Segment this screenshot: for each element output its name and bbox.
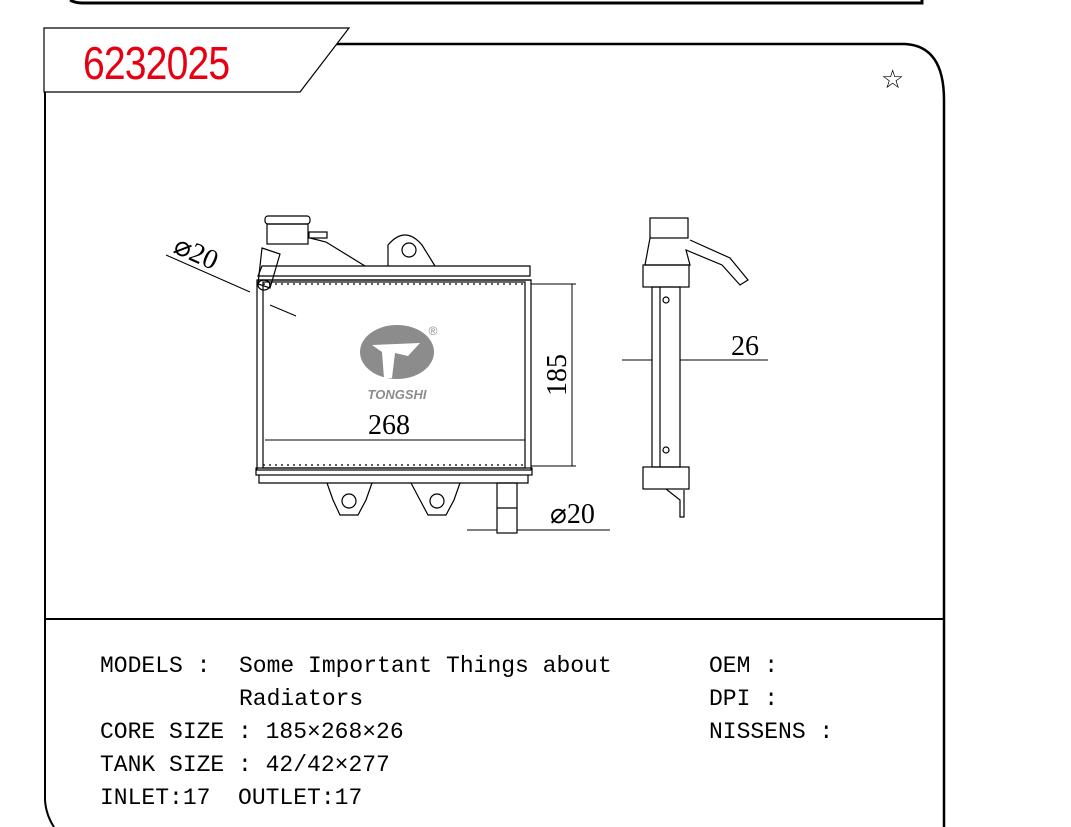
frame-border-left bbox=[44, 92, 55, 827]
oem-label: OEM : bbox=[709, 653, 779, 679]
outlet-diameter-label: ⌀20 bbox=[550, 499, 595, 530]
dpi-label: DPI : bbox=[709, 686, 779, 712]
tank-size: TANK SIZE : 42/42×277 bbox=[100, 752, 390, 778]
models-value-line-2: Radiators bbox=[239, 686, 364, 712]
models-label: MODELS : bbox=[100, 653, 211, 679]
star-outline-icon[interactable]: ☆ bbox=[881, 64, 905, 94]
core-size: CORE SIZE : 185×268×26 bbox=[100, 719, 404, 745]
radiator-side-view bbox=[642, 217, 749, 518]
logo-text: TONGSHI bbox=[368, 387, 427, 402]
part-number-tab bbox=[43, 27, 351, 93]
brand-logo: TONGSHI ® bbox=[360, 324, 438, 402]
core-height-label: 185 bbox=[542, 354, 573, 396]
nissens-label: NISSENS : bbox=[709, 719, 834, 745]
frame-border-right bbox=[300, 42, 946, 827]
radiator-front-view bbox=[255, 215, 533, 534]
top-frame-edge bbox=[69, 0, 924, 5]
part-number: 6232025 bbox=[83, 37, 230, 89]
models-value-line-1: Some Important Things about bbox=[239, 653, 612, 679]
dimension-lines bbox=[165, 254, 768, 531]
registered-mark: ® bbox=[429, 324, 438, 338]
core-thickness-label: 26 bbox=[731, 331, 759, 362]
inlet-outlet: INLET:17 OUTLET:17 bbox=[100, 785, 363, 811]
inlet-diameter-label: ⌀20 bbox=[169, 230, 223, 277]
core-width-label: 268 bbox=[368, 410, 410, 441]
